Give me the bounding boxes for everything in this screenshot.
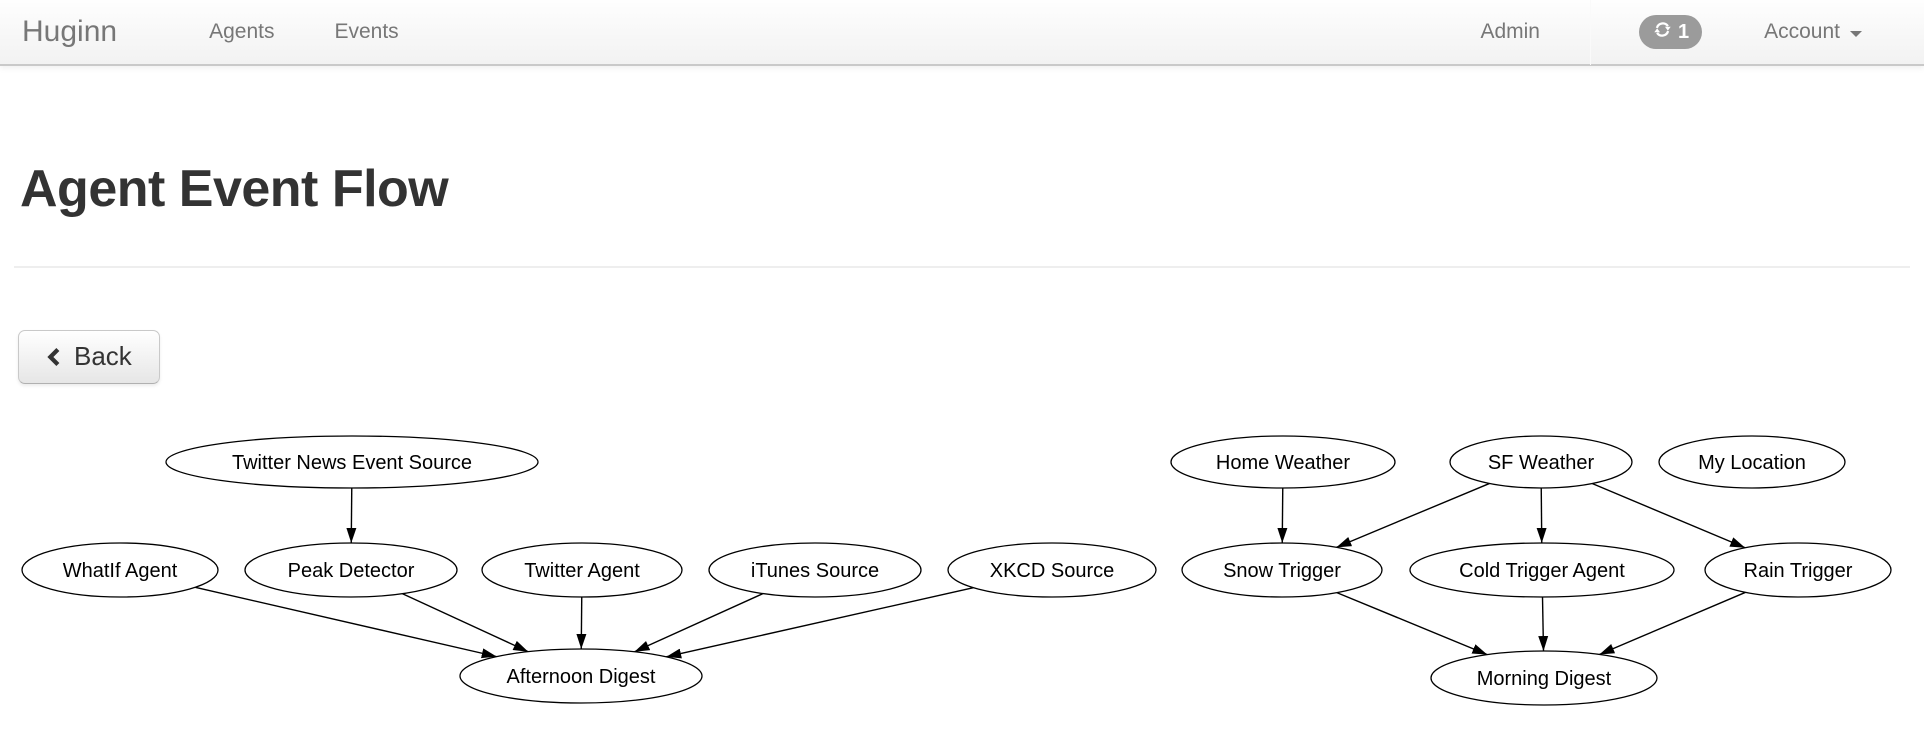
jobs-badge[interactable]: 1 [1638,15,1703,49]
graph-node-label: Cold Trigger Agent [1459,560,1625,582]
nav-item-agents[interactable]: Agents [209,20,275,43]
graph-node-home-weather: Home Weather [1170,435,1396,489]
graph-edge-cold-trigger-agent-to-morning-digest [1538,596,1549,651]
graph-node-label: XKCD Source [990,560,1115,582]
graph-node-xkcd-source: XKCD Source [947,542,1157,598]
navbar-right: Admin 1 Account [1480,0,1902,65]
graph-edge-sf-weather-to-rain-trigger [1591,482,1746,549]
graph-node-label: Snow Trigger [1223,560,1341,582]
graph-node-label: My Location [1698,452,1806,474]
graph-edge-rain-trigger-to-morning-digest [1599,591,1746,655]
graph-node-label: WhatIf Agent [63,560,178,582]
graph-edge-snow-trigger-to-morning-digest [1336,591,1488,656]
title-divider [14,265,1910,268]
graph-edge-xkcd-source-to-afternoon-digest [666,586,974,659]
graph-node-rain-trigger: Rain Trigger [1704,542,1892,598]
graph-node-label: Home Weather [1216,452,1350,474]
navbar-divider [1589,0,1591,65]
graph-node-label: SF Weather [1488,452,1595,474]
navbar: Huginn Agents Events Admin 1 Account [0,0,1924,66]
graph-edge-peak-detector-to-afternoon-digest [401,592,529,653]
graph-edge-twitter-news-event-source-to-peak-detector [346,487,357,543]
back-button-label: Back [74,341,132,372]
graph-edge-whatif-agent-to-afternoon-digest [195,586,497,658]
refresh-icon [1652,19,1673,45]
primary-nav: Agents Events [179,20,429,44]
graph-node-label: Rain Trigger [1744,560,1853,582]
graph-node-label: iTunes Source [751,560,879,582]
graph-node-label: Peak Detector [288,560,415,582]
graph-node-itunes-source: iTunes Source [708,542,922,598]
account-menu[interactable]: Account [1764,20,1862,44]
graph-node-my-location: My Location [1658,435,1846,489]
graph-node-peak-detector: Peak Detector [244,542,458,598]
graph-node-cold-trigger-agent: Cold Trigger Agent [1409,542,1675,598]
graph-node-label: Twitter News Event Source [232,452,472,474]
main-content: Agent Event Flow Back Twitter News Event… [0,160,1924,720]
jobs-count: 1 [1677,21,1690,43]
graph-edge-itunes-source-to-afternoon-digest [634,592,764,653]
graph-node-twitter-news-event-source: Twitter News Event Source [165,435,539,489]
graph-node-morning-digest: Morning Digest [1430,650,1658,706]
graph-node-label: Afternoon Digest [507,666,656,688]
graph-edge-sf-weather-to-cold-trigger-agent [1536,487,1547,543]
graph-edge-home-weather-to-snow-trigger [1277,487,1288,543]
graph-node-label: Morning Digest [1477,668,1612,690]
graph-node-sf-weather: SF Weather [1449,435,1633,489]
back-button[interactable]: Back [18,329,160,384]
nav-item-events[interactable]: Events [334,20,399,43]
brand-link[interactable]: Huginn [22,15,118,48]
graph-node-label: Twitter Agent [524,560,640,582]
graph-node-afternoon-digest: Afternoon Digest [459,648,703,704]
graph-node-twitter-agent: Twitter Agent [481,542,683,598]
graph-node-snow-trigger: Snow Trigger [1181,542,1383,598]
account-label: Account [1764,20,1840,43]
graph-node-whatif-agent: WhatIf Agent [21,542,219,598]
chevron-left-icon [46,346,61,368]
nav-item-admin[interactable]: Admin [1480,20,1540,43]
page-title: Agent Event Flow [20,160,449,218]
graph-edge-sf-weather-to-snow-trigger [1336,482,1490,548]
chevron-down-icon [1850,30,1862,37]
